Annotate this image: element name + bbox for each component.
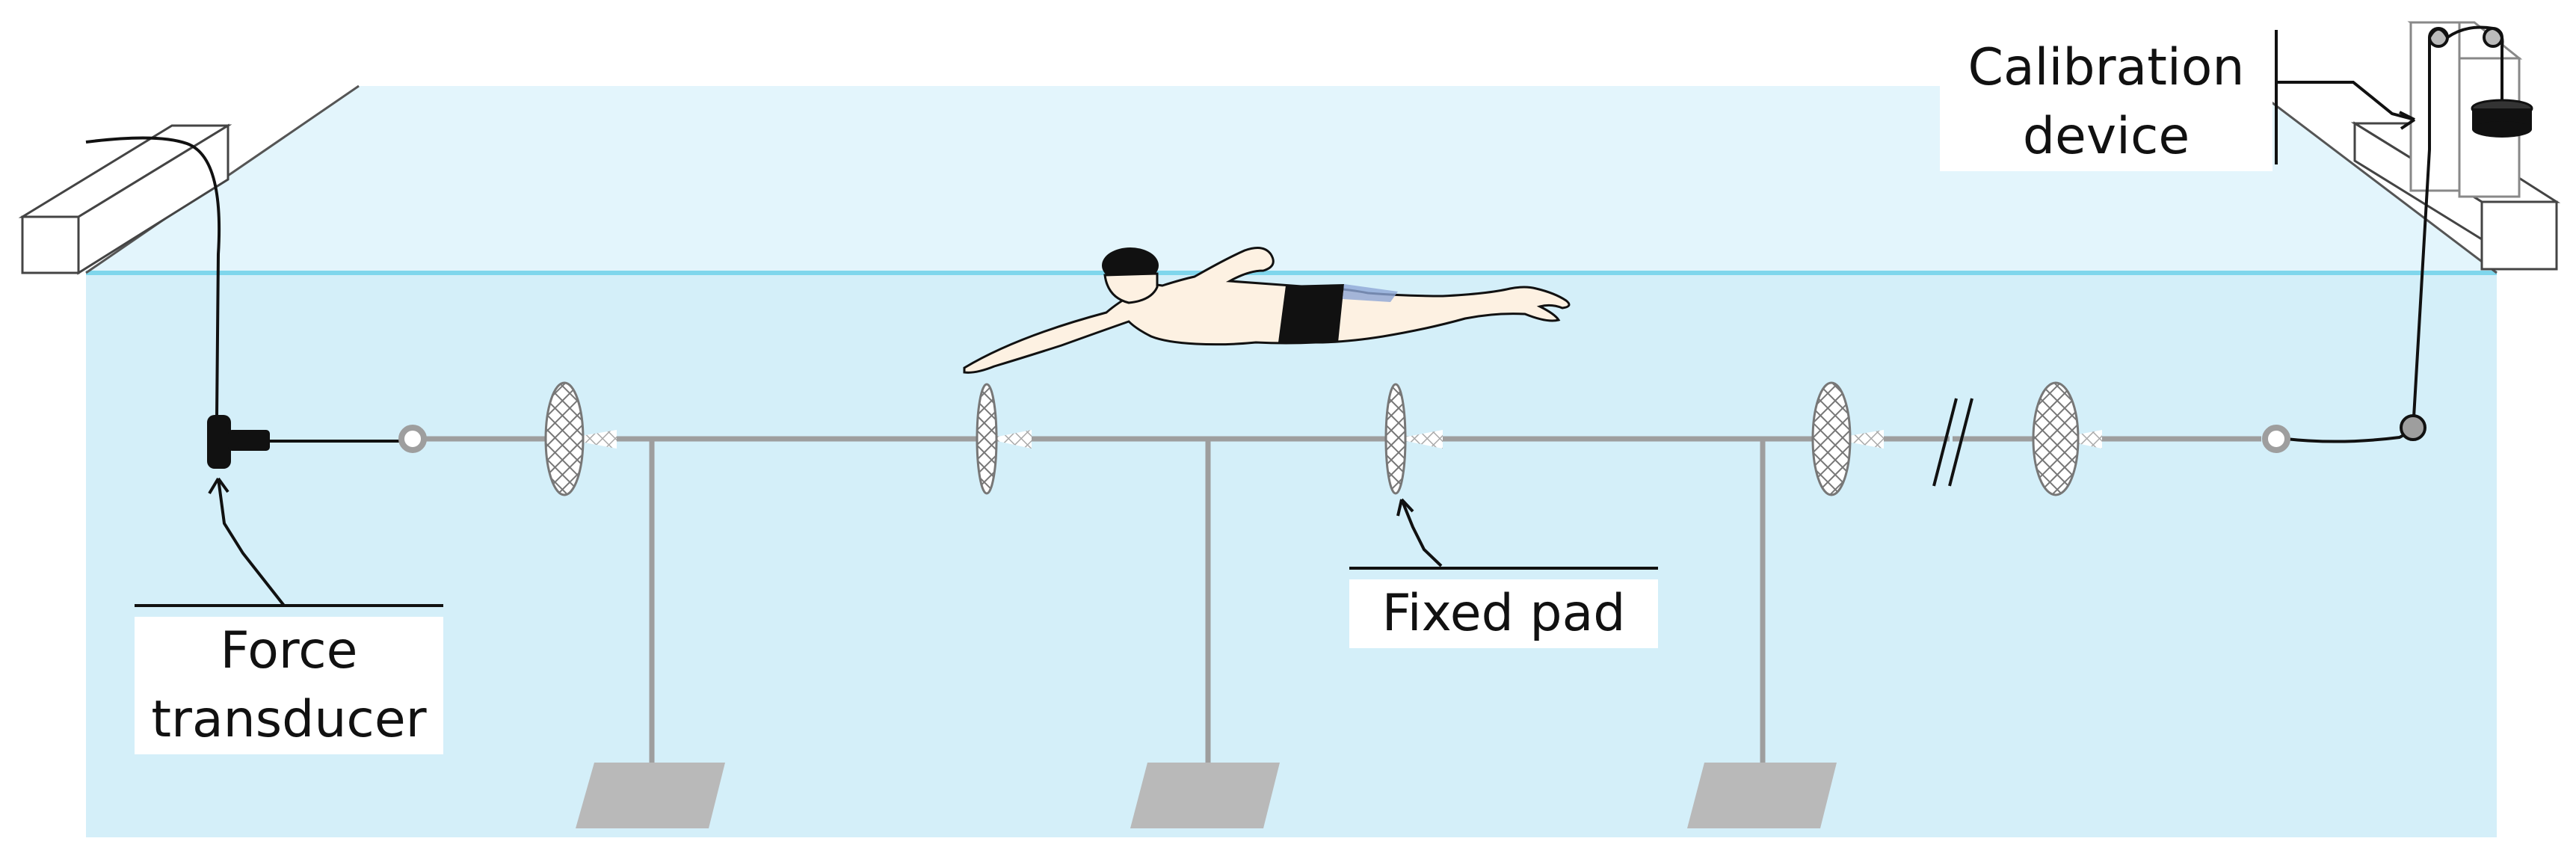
- rod-end-ring-right: [2262, 425, 2290, 453]
- base-plate-1: [576, 763, 725, 828]
- transducer-cable: [85, 136, 221, 418]
- calibration-leader: [2276, 81, 2415, 121]
- rod-end-ring-left: [398, 425, 427, 453]
- fixed-pad-3: [1384, 383, 1443, 495]
- swimmer-face: [1103, 272, 1159, 304]
- fixed-pad-label-text: Fixed pad: [1381, 584, 1626, 643]
- rod-connector-right: [2285, 428, 2414, 443]
- fixed-pad-leader: [1400, 499, 1443, 567]
- transducer-leader: [217, 478, 286, 607]
- leader-lines: [135, 30, 2416, 607]
- fixed-pad-2: [976, 383, 1032, 495]
- fixed-pad-1: [544, 381, 617, 496]
- base-plate-3: [1687, 763, 1837, 828]
- force-transducer-label: Force transducer: [135, 617, 443, 754]
- calibration-string: [2428, 25, 2504, 105]
- trunks-stripe: [1343, 284, 1398, 302]
- calibration-device-label: Calibration device: [1940, 34, 2273, 171]
- base-plate-2: [1130, 763, 1280, 828]
- pool-water: [86, 273, 2497, 837]
- swimmer-body: [963, 246, 1571, 374]
- pool-right-edge: [2249, 84, 2498, 274]
- force-transducer-label-line-2: transducer: [151, 690, 427, 749]
- lower-pulley: [2400, 414, 2426, 441]
- swimmer: [963, 246, 1571, 374]
- guide-rod: [245, 398, 2426, 487]
- force-transducer-icon: [85, 136, 270, 469]
- pool: [85, 84, 2498, 837]
- break-mark-icon: [1932, 398, 1973, 487]
- fixed-pad-5: [2032, 381, 2102, 496]
- calibration-cable: [2412, 37, 2431, 431]
- support-structure: [576, 439, 1837, 828]
- fixed-pads: [544, 381, 2102, 496]
- force-transducer-label-line-1: Force: [220, 621, 358, 680]
- swim-trunks: [1278, 284, 1344, 342]
- calibration-device-label-line-2: device: [2022, 107, 2190, 166]
- fixed-pad-4: [1811, 381, 1884, 496]
- pool-back-wall: [86, 86, 2497, 273]
- left-starting-block: [18, 123, 232, 275]
- calibration-device-label-line-1: Calibration: [1968, 38, 2245, 97]
- fixed-pad-label: Fixed pad: [1349, 579, 1658, 648]
- calibration-device: [2407, 21, 2533, 431]
